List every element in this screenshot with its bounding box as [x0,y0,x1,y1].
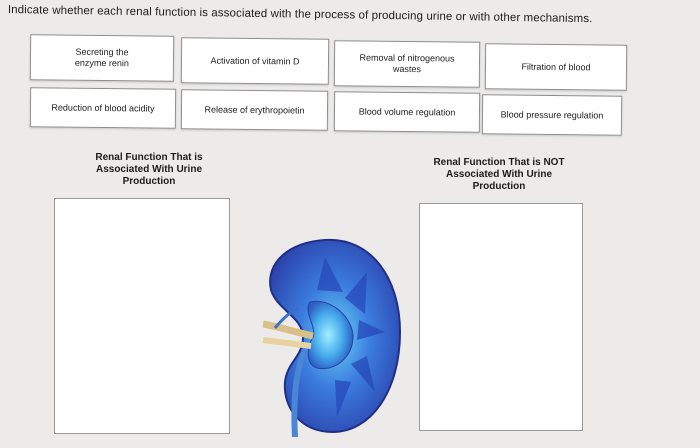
card-activation-vitamin-d[interactable]: Activation of vitamin D [180,37,330,85]
card-blood-pressure-regulation[interactable]: Blood pressure regulation [481,94,623,136]
dropzone-urine[interactable] [54,198,230,434]
card-label: Secreting the enzyme renin [74,46,130,69]
card-release-erythropoietin[interactable]: Release of erythropoietin [180,89,329,131]
card-label: Filtration of blood [521,61,591,72]
card-label: Removal of nitrogenous wastes [359,52,455,75]
card-label: Blood pressure regulation [500,108,604,121]
card-label: Reduction of blood acidity [51,101,155,114]
question-prompt: Indicate whether each renal function is … [7,4,593,26]
card-filtration-of-blood[interactable]: Filtration of blood [484,43,628,91]
kidney-cross-section-icon [262,238,402,437]
zone-title-urine: Renal Function That is Associated With U… [95,152,203,187]
card-secreting-renin[interactable]: Secreting the enzyme renin [29,34,175,82]
card-label: Blood volume regulation [358,105,456,118]
card-reduction-blood-acidity[interactable]: Reduction of blood acidity [29,87,177,129]
card-blood-volume-regulation[interactable]: Blood volume regulation [333,91,481,133]
card-removal-nitrogenous-wastes[interactable]: Removal of nitrogenous wastes [333,40,481,88]
dropzone-not-urine[interactable] [419,203,583,431]
card-label: Activation of vitamin D [210,55,300,66]
card-label: Release of erythropoietin [204,103,305,116]
zone-title-not-urine: Renal Function That is NOT Associated Wi… [433,157,565,192]
